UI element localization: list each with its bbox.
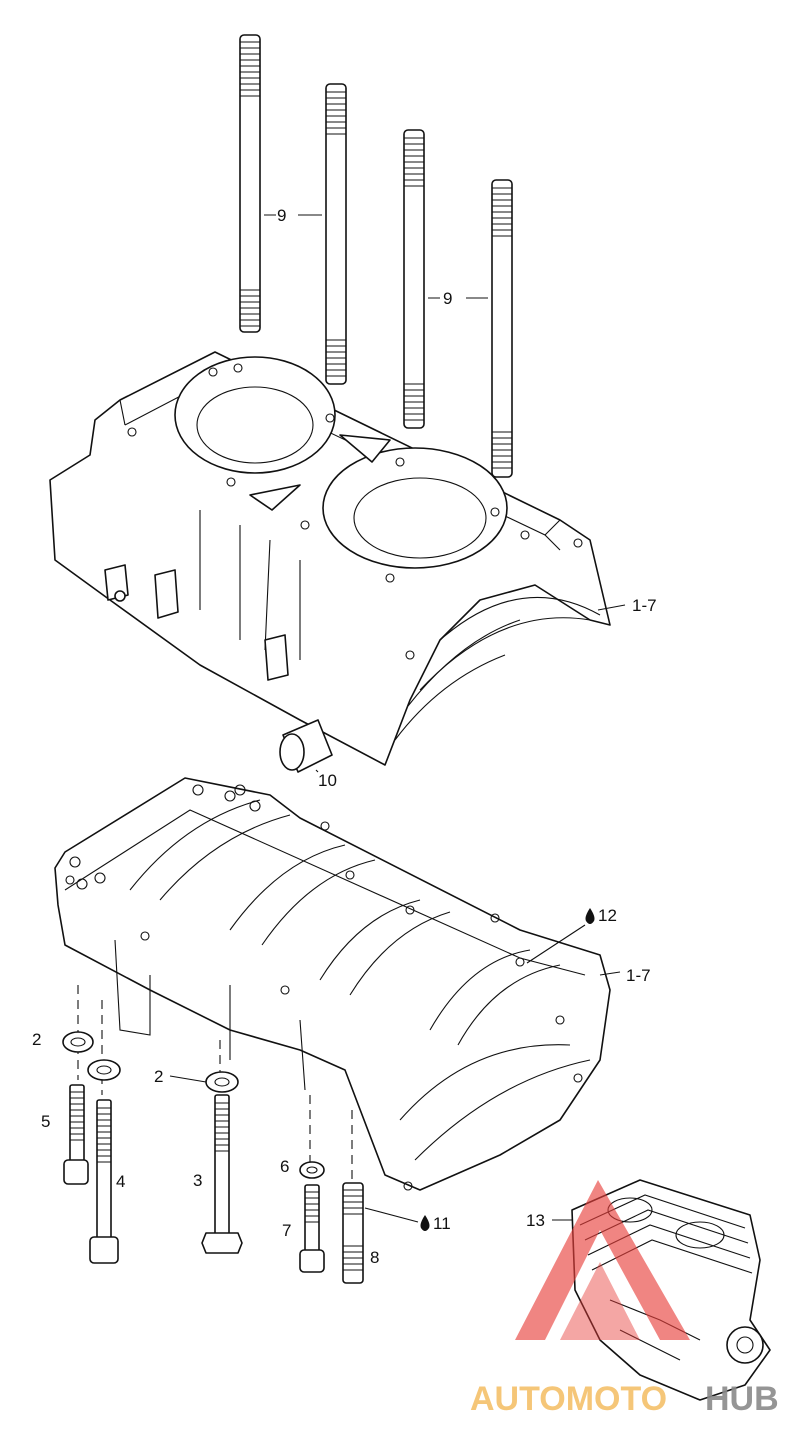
callout-9-right: 9	[443, 289, 452, 308]
callout-13: 13	[526, 1211, 545, 1230]
callout-11: 11	[433, 1214, 451, 1233]
drop-icon	[420, 1215, 430, 1231]
screw-5	[63, 1084, 89, 1185]
callout-9-left: 9	[277, 206, 286, 225]
callout-7: 7	[282, 1221, 291, 1240]
callout-5: 5	[41, 1112, 50, 1131]
watermark-logo	[515, 1180, 690, 1340]
washer-2-left	[62, 1031, 94, 1053]
callout-8: 8	[370, 1248, 379, 1267]
lower-crankcase	[54, 777, 621, 1191]
triangle-logo-mark	[515, 1180, 690, 1340]
callout-6: 6	[280, 1157, 289, 1176]
stud	[239, 34, 261, 333]
drop-icon	[585, 908, 595, 924]
stud	[403, 129, 425, 429]
upper-crankcase	[49, 351, 626, 766]
callout-10: 10	[318, 771, 337, 790]
long-studs-9	[239, 34, 513, 478]
washer-2-center	[87, 1059, 121, 1081]
screw-7	[299, 1184, 325, 1273]
callout-12: 12	[598, 906, 617, 925]
watermark-text-left: AUTOMOTO	[470, 1380, 667, 1418]
plug-10	[279, 719, 333, 773]
stud	[491, 179, 513, 478]
stud	[325, 83, 347, 385]
screw-4	[89, 1099, 119, 1264]
callout-2-right: 2	[154, 1067, 163, 1086]
callout-1-7-lower: 1-7	[626, 966, 651, 985]
callout-1-7-upper: 1-7	[632, 596, 657, 615]
stud-8	[342, 1182, 364, 1284]
washer-2-right	[205, 1071, 239, 1093]
washer-6	[299, 1161, 325, 1179]
callout-4: 4	[116, 1172, 125, 1191]
bolt-3	[201, 1094, 243, 1254]
callout-3: 3	[193, 1171, 202, 1190]
callout-2-left: 2	[32, 1030, 41, 1049]
watermark-text-right: HUB	[705, 1380, 779, 1418]
